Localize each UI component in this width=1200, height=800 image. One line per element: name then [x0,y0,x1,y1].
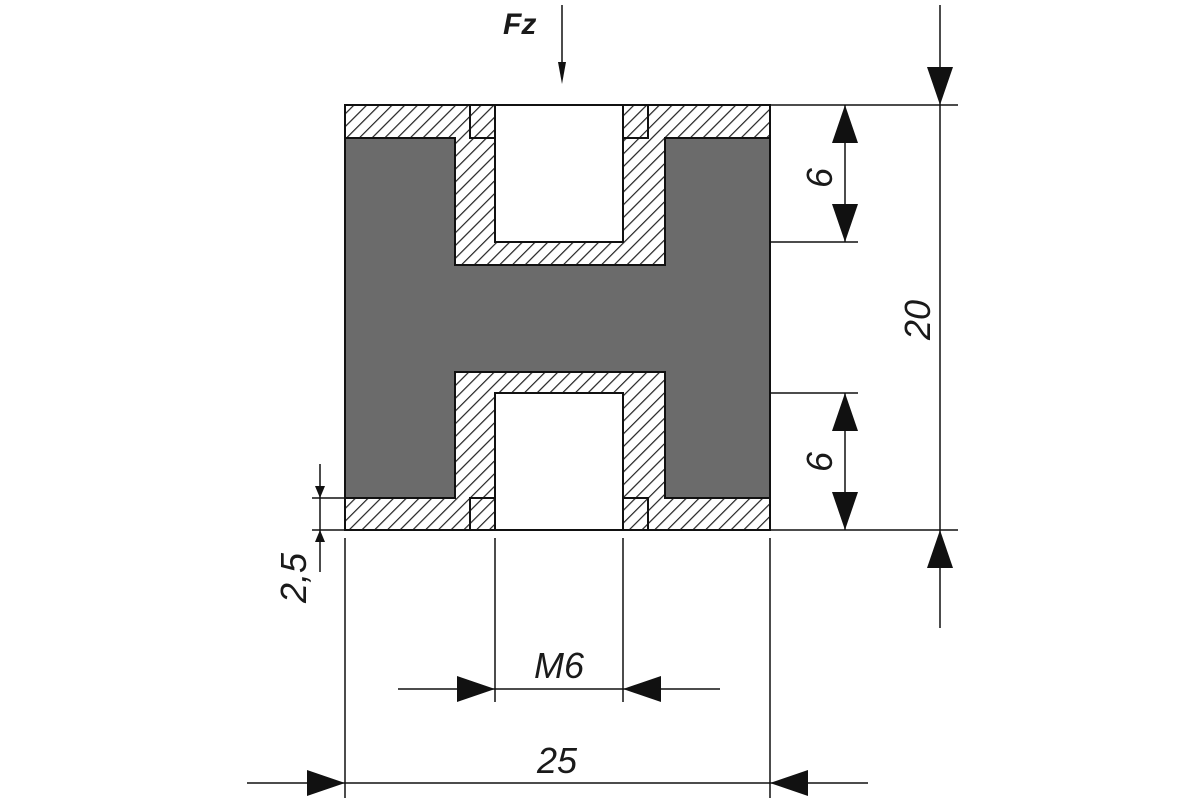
force-arrow-head [558,62,566,84]
plate-arrow-bottom [315,530,325,542]
width-arrow-left [307,770,345,796]
height-arrow-top [927,67,953,105]
bottom-insert-shoulder-left [469,497,495,530]
bottom-depth-label: 6 [799,451,840,472]
thread-label: M6 [534,645,585,686]
plate-arrow-top [315,486,325,498]
bottom-depth-arrow-down [832,492,858,530]
height-label: 20 [897,300,938,341]
top-insert-shoulder-left [469,105,495,139]
top-thread-bore [494,104,624,243]
body-outline [344,104,771,531]
top-insert-shoulder-right [623,105,649,139]
bottom-thread-bore [494,392,624,531]
bottom-depth-arrow-up [832,393,858,431]
top-depth-label: 6 [799,167,840,188]
width-label: 25 [536,740,578,781]
top-depth-arrow-up [832,105,858,143]
top-depth-arrow-down [832,204,858,242]
width-arrow-right [770,770,808,796]
thread-arrow-left [457,676,495,702]
thread-arrow-right [623,676,661,702]
height-arrow-bottom [927,530,953,568]
plate-label: 2,5 [273,552,314,604]
force-label: Fz [503,8,536,41]
bottom-insert-shoulder-right [623,497,649,530]
